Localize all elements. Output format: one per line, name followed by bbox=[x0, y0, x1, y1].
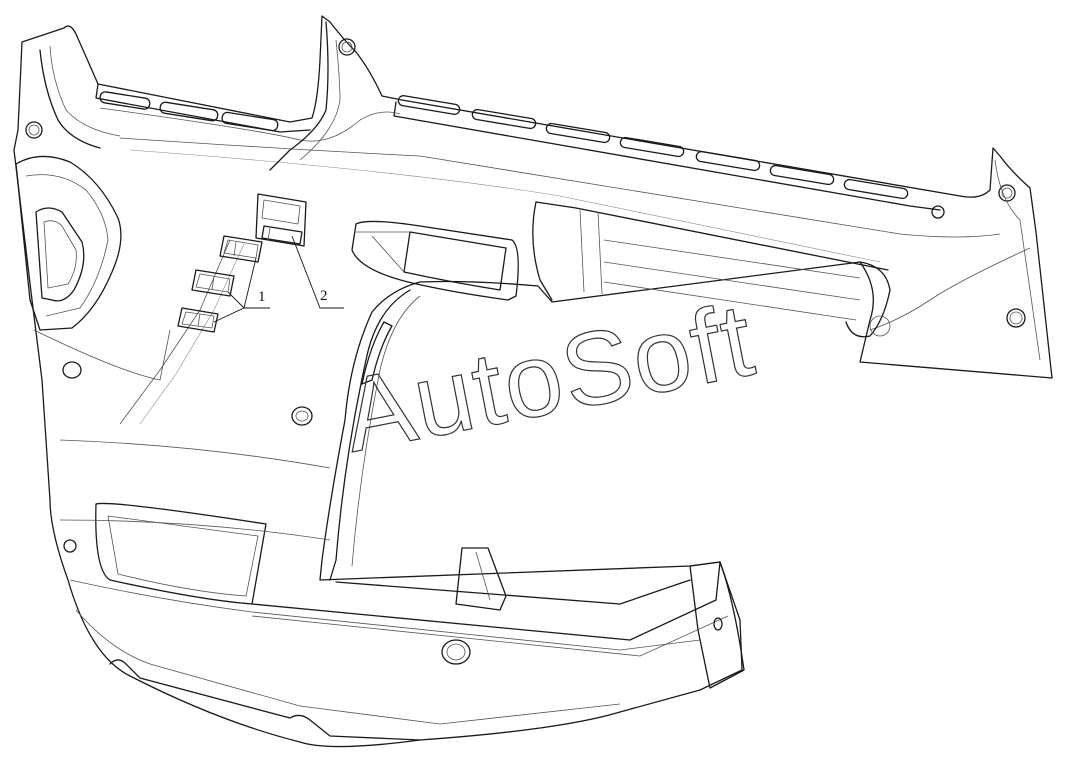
channel-end-boss bbox=[869, 315, 891, 337]
storage-opening-outer bbox=[351, 220, 519, 301]
switch-middle bbox=[191, 269, 235, 297]
switch-bezel-top bbox=[255, 193, 307, 247]
bottom-scalloped-edge bbox=[109, 659, 421, 741]
watermark-text: AutoSoft bbox=[334, 282, 763, 475]
callout-2: 2 bbox=[291, 235, 344, 309]
mounting-hole-right-leg bbox=[713, 617, 723, 631]
mounting-hole-left-top bbox=[25, 121, 43, 139]
mounting-hole-center-inner bbox=[295, 410, 309, 422]
upper-surface-line-3 bbox=[129, 149, 881, 263]
console-center-post-inner bbox=[475, 551, 491, 601]
leader-line-1 bbox=[213, 307, 270, 323]
mounting-hole-lower-center-inner bbox=[446, 643, 466, 661]
defrost-vents-left bbox=[99, 91, 279, 132]
left-outlet-opening bbox=[35, 207, 85, 302]
console-opening-left-inner bbox=[351, 295, 421, 567]
left-outlet-housing-inner bbox=[25, 174, 109, 317]
callout-label-1: 1 bbox=[258, 289, 266, 305]
right-end-bottom bbox=[869, 247, 1031, 331]
leader-line-2 bbox=[291, 235, 344, 309]
lower-shelf-line bbox=[59, 519, 331, 541]
switch-lower bbox=[177, 307, 219, 333]
right-channel-end bbox=[845, 261, 891, 338]
right-channel-top bbox=[535, 201, 889, 271]
defrost-vents-right bbox=[397, 95, 909, 200]
mounting-hole-right-lower bbox=[1006, 308, 1026, 328]
console-center-post bbox=[455, 547, 507, 611]
right-channel-left bbox=[532, 201, 553, 301]
mounting-hole-lower-center bbox=[441, 639, 471, 665]
bottom-edge-inner bbox=[75, 609, 621, 725]
left-post bbox=[39, 49, 101, 149]
upper-flange-edge bbox=[95, 83, 311, 133]
leader-line-1b bbox=[227, 291, 245, 309]
upper-surface-line bbox=[99, 107, 401, 142]
right-end-inner bbox=[994, 159, 1041, 361]
console-opening-left-edge bbox=[329, 289, 411, 581]
right-channel-ribs bbox=[603, 239, 861, 321]
mounting-hole-center-top-inner bbox=[341, 41, 353, 53]
console-opening-strip bbox=[361, 321, 393, 385]
mounting-hole-left-mid bbox=[62, 361, 82, 379]
left-side-edge bbox=[33, 329, 171, 381]
mounting-hole-right-lower-inner bbox=[1009, 311, 1023, 325]
console-floor-front bbox=[335, 579, 691, 605]
lower-front-ledge bbox=[251, 561, 721, 641]
center-post-inner bbox=[299, 39, 341, 161]
panel-outer-contour bbox=[13, 15, 1053, 748]
upper-flange-edge-right bbox=[393, 101, 941, 211]
mounting-hole-left-top-inner bbox=[28, 124, 40, 136]
left-post-inner bbox=[49, 45, 121, 137]
storage-opening-inner bbox=[403, 231, 507, 291]
lower-pocket-inner bbox=[107, 515, 259, 597]
left-outlet-opening-inner bbox=[43, 220, 77, 289]
mounting-hole-right-top bbox=[998, 184, 1016, 202]
right-lower-leg bbox=[689, 561, 745, 689]
callout-label-2: 2 bbox=[320, 288, 328, 304]
upper-surface-line-2 bbox=[119, 137, 1001, 238]
lower-pocket-outer bbox=[95, 502, 267, 605]
left-knee-diag-2 bbox=[139, 243, 245, 425]
mounting-hole-center bbox=[291, 406, 313, 426]
mounting-hole-right-top-inner bbox=[1001, 187, 1013, 199]
right-channel-inner bbox=[579, 209, 603, 295]
switch-group bbox=[177, 193, 307, 333]
lower-front-face bbox=[69, 579, 701, 651]
clip-left-lower bbox=[63, 539, 77, 553]
mounting-hole-right-mid bbox=[931, 205, 945, 219]
mounting-hole-center-top bbox=[338, 38, 356, 56]
storage-opening-depth bbox=[356, 231, 410, 273]
left-outlet-housing bbox=[15, 155, 122, 331]
center-post bbox=[269, 21, 329, 171]
left-knee-line bbox=[59, 439, 331, 469]
lower-front-ledge-2 bbox=[251, 615, 729, 657]
leader-line-1c bbox=[243, 257, 257, 309]
switch-upper bbox=[219, 235, 263, 263]
left-knee-diag bbox=[119, 239, 231, 425]
callout-1: 1 bbox=[213, 257, 270, 323]
